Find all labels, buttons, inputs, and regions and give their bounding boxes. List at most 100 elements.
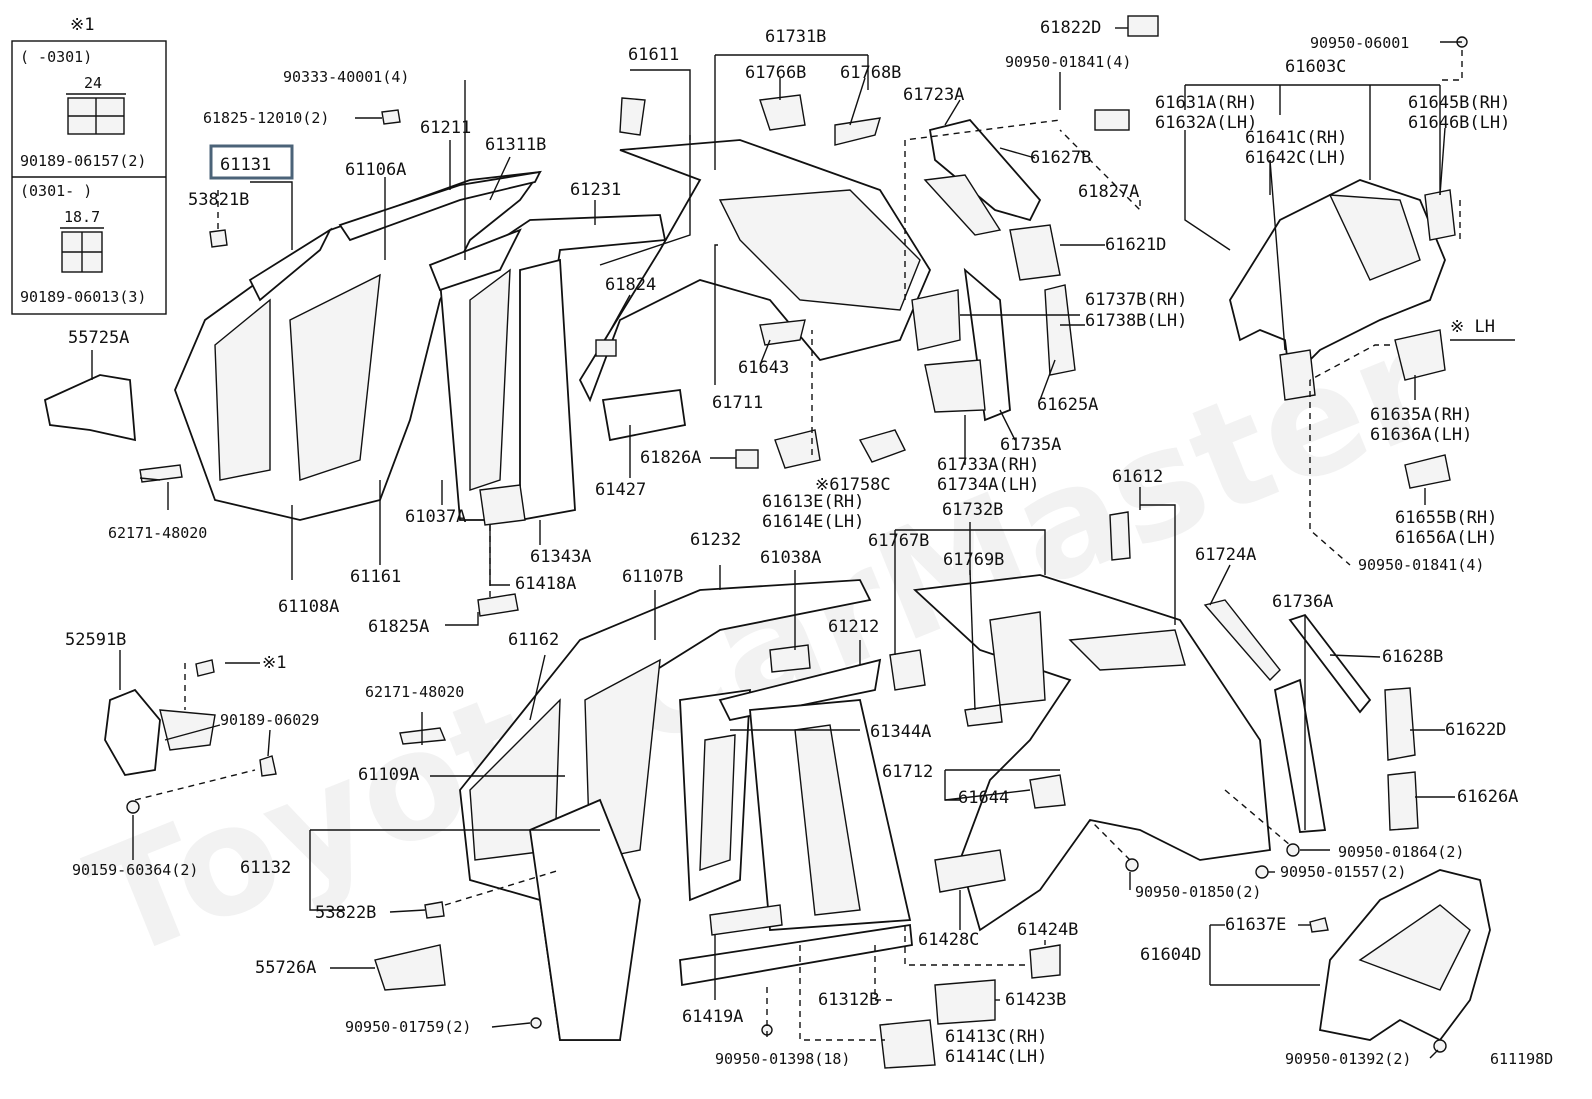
part-label-61603c[interactable]: 61603C (1285, 57, 1346, 77)
part-label-61827a[interactable]: 61827A (1078, 182, 1139, 202)
clip-icon-2 (60, 227, 104, 273)
part-label-61656a-lh[interactable]: 61656A(LH) (1395, 528, 1497, 548)
part-label-90189-06029[interactable]: 90189-06029 (220, 711, 319, 729)
part-label-61769b[interactable]: 61769B (943, 550, 1004, 570)
part-label-61613e-rh[interactable]: 61613E(RH) (762, 492, 864, 512)
part-label-61631a-rh[interactable]: 61631A(RH) (1155, 93, 1257, 113)
part-label-61643[interactable]: 61643 (738, 358, 789, 378)
part-label-61161[interactable]: 61161 (350, 567, 401, 587)
part-label-61635a-rh[interactable]: 61635A(RH) (1370, 405, 1472, 425)
part-label-90950-01557[interactable]: 90950-01557(2) (1280, 863, 1406, 881)
part-label-61108a[interactable]: 61108A (278, 597, 339, 617)
part-label-61311b[interactable]: 61311B (485, 135, 546, 155)
part-label-61418a[interactable]: 61418A (515, 574, 576, 594)
part-label-61645b-rh[interactable]: 61645B(RH) (1408, 93, 1510, 113)
part-label-61644[interactable]: 61644 (958, 788, 1009, 808)
part-label-61711[interactable]: 61711 (712, 393, 763, 413)
part-label-61622d[interactable]: 61622D (1445, 720, 1506, 740)
part-label-61612[interactable]: 61612 (1112, 467, 1163, 487)
part-label-90950-06001[interactable]: 90950-06001 (1310, 34, 1409, 52)
legend-row1-part: 90189-06157(2) (20, 152, 146, 170)
part-label-53822b[interactable]: 53822B (315, 903, 376, 923)
part-label-90950-01864[interactable]: 90950-01864(2) (1338, 843, 1464, 861)
part-label-61736a[interactable]: 61736A (1272, 592, 1333, 612)
part-label-61655b-rh[interactable]: 61655B(RH) (1395, 508, 1497, 528)
part-label-61212[interactable]: 61212 (828, 617, 879, 637)
part-label-61132[interactable]: 61132 (240, 858, 291, 878)
part-label-61627b[interactable]: 61627B (1030, 148, 1091, 168)
part-label-61106a[interactable]: 61106A (345, 160, 406, 180)
part-label-61628b[interactable]: 61628B (1382, 647, 1443, 667)
part-label-61232[interactable]: 61232 (690, 530, 741, 550)
part-label-61614e-lh[interactable]: 61614E(LH) (762, 512, 864, 532)
part-label-61037a[interactable]: 61037A (405, 507, 466, 527)
part-label-62171-48020-top[interactable]: 62171-48020 (108, 524, 207, 542)
part-label-55725a[interactable]: 55725A (68, 328, 129, 348)
part-label-62171-48020-bottom[interactable]: 62171-48020 (365, 683, 464, 701)
part-label-61825-12010[interactable]: 61825-12010(2) (203, 109, 329, 127)
part-label-61737b-rh[interactable]: 61737B(RH) (1085, 290, 1187, 310)
part-label-61735a[interactable]: 61735A (1000, 435, 1061, 455)
part-label-61824[interactable]: 61824 (605, 275, 656, 295)
legend-title: ※1 (70, 15, 94, 35)
part-label-61636a-lh[interactable]: 61636A(LH) (1370, 425, 1472, 445)
part-label-61625a[interactable]: 61625A (1037, 395, 1098, 415)
part-label-61414c-lh[interactable]: 61414C(LH) (945, 1047, 1047, 1067)
part-label-61211[interactable]: 61211 (420, 118, 471, 138)
part-label-90950-01759[interactable]: 90950-01759(2) (345, 1018, 471, 1036)
part-label-61604d[interactable]: 61604D (1140, 945, 1201, 965)
part-label-52591b[interactable]: 52591B (65, 630, 126, 650)
part-label-61109a[interactable]: 61109A (358, 765, 419, 785)
part-label-55726a[interactable]: 55726A (255, 958, 316, 978)
part-label-61732b[interactable]: 61732B (942, 500, 1003, 520)
part-label-61767b[interactable]: 61767B (868, 531, 929, 551)
part-label-61734a-lh[interactable]: 61734A(LH) (937, 475, 1039, 495)
part-label-61611[interactable]: 61611 (628, 45, 679, 65)
part-label-61428c[interactable]: 61428C (918, 930, 979, 950)
part-label-61637e[interactable]: 61637E (1225, 915, 1286, 935)
part-label-90950-01398[interactable]: 90950-01398(18) (715, 1050, 850, 1068)
part-label-61738b-lh[interactable]: 61738B(LH) (1085, 311, 1187, 331)
part-label-61626a[interactable]: 61626A (1457, 787, 1518, 807)
part-label-61642c-lh[interactable]: 61642C(LH) (1245, 148, 1347, 168)
part-label-90159-60364[interactable]: 90159-60364(2) (72, 861, 198, 879)
part-label-61419a[interactable]: 61419A (682, 1007, 743, 1027)
part-label-61723a[interactable]: 61723A (903, 85, 964, 105)
part-label-61413c-rh[interactable]: 61413C(RH) (945, 1027, 1047, 1047)
part-label-61423b[interactable]: 61423B (1005, 990, 1066, 1010)
part-label-61343a[interactable]: 61343A (530, 547, 591, 567)
part-label-61344a[interactable]: 61344A (870, 722, 931, 742)
part-label-61758c[interactable]: ※61758C (815, 475, 891, 495)
part-label-61131[interactable]: 61131 (220, 155, 271, 175)
note-ref-1: ※1 (262, 653, 286, 673)
part-label-61427[interactable]: 61427 (595, 480, 646, 500)
part-label-61646b-lh[interactable]: 61646B(LH) (1408, 113, 1510, 133)
part-label-61768b[interactable]: 61768B (840, 63, 901, 83)
part-label-61312b[interactable]: 61312B (818, 990, 879, 1010)
highlight-box (209, 144, 294, 180)
part-label-90950-01841-right[interactable]: 90950-01841(4) (1358, 556, 1484, 574)
part-label-90950-01392[interactable]: 90950-01392(2) (1285, 1050, 1411, 1068)
part-label-61733a-rh[interactable]: 61733A(RH) (937, 455, 1039, 475)
part-label-90333-40001[interactable]: 90333-40001(4) (283, 68, 409, 86)
part-label-61724a[interactable]: 61724A (1195, 545, 1256, 565)
part-label-61231[interactable]: 61231 (570, 180, 621, 200)
part-label-61424b[interactable]: 61424B (1017, 920, 1078, 940)
part-label-61107b[interactable]: 61107B (622, 567, 683, 587)
part-label-61712[interactable]: 61712 (882, 762, 933, 782)
part-label-61825a[interactable]: 61825A (368, 617, 429, 637)
part-label-61162[interactable]: 61162 (508, 630, 559, 650)
part-label-61826a[interactable]: 61826A (640, 448, 701, 468)
part-label-61766b[interactable]: 61766B (745, 63, 806, 83)
part-label-53821b[interactable]: 53821B (188, 190, 249, 210)
part-label-61641c-rh[interactable]: 61641C(RH) (1245, 128, 1347, 148)
part-label-61731b[interactable]: 61731B (765, 27, 826, 47)
leader-lines (91, 27, 1515, 1059)
part-label-61632a-lh[interactable]: 61632A(LH) (1155, 113, 1257, 133)
part-label-61038a[interactable]: 61038A (760, 548, 821, 568)
part-label-90950-01850[interactable]: 90950-01850(2) (1135, 883, 1261, 901)
part-label-61822d[interactable]: 61822D (1040, 18, 1101, 38)
part-label-90950-01841-top[interactable]: 90950-01841(4) (1005, 53, 1131, 71)
part-label-61621d[interactable]: 61621D (1105, 235, 1166, 255)
